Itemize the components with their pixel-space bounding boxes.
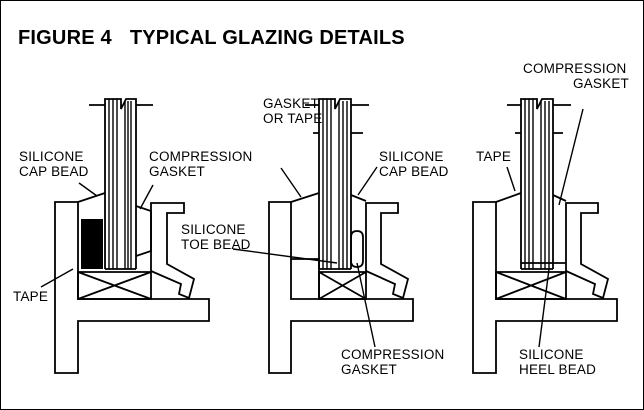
leader-cap-bead-2 [357,166,378,196]
label-tape-1: TAPE [13,289,48,304]
frame-2 [268,201,414,374]
gasket-tape-2 [290,192,320,203]
cap-bead-1 [77,192,106,203]
heel-bead-2 [291,258,320,299]
leader-tape-1 [40,268,74,288]
cap-bead-2 [350,194,367,202]
glass-2 [305,98,369,270]
glass-3 [507,98,571,270]
stop-2 [365,202,410,300]
label-tape-3: TAPE [476,149,511,164]
compression-gasket-2 [350,230,364,268]
compression-gasket-3 [552,194,567,202]
stop-1 [150,202,196,300]
frame-3 [472,201,618,374]
figure-title: FIGURE 4 TYPICAL GLAZING DETAILS [18,27,405,50]
leader-compression-gasket-3 [558,108,584,206]
leader-compression-gasket-1 [139,184,154,210]
leader-tape-3 [506,166,516,192]
setting-block-1 [77,271,152,300]
frame-1 [54,201,210,374]
leader-compression-gasket-2 [356,262,376,348]
tape-3 [495,192,522,203]
figure-title-text: TYPICAL GLAZING DETAILS [129,27,405,49]
figure-number: FIGURE 4 [18,27,112,49]
leader-cap-bead-1 [78,182,98,197]
tape-1 [81,219,103,269]
setting-block-3 [495,271,567,300]
leader-heel-bead-3 [538,268,550,348]
leader-toe-bead-2 [232,248,338,264]
glass-1 [89,98,153,270]
setting-block-2 [318,271,367,300]
compression-gasket-1 [135,205,152,257]
leader-gasket-or-tape-2 [280,167,302,198]
stop-3 [565,202,610,300]
